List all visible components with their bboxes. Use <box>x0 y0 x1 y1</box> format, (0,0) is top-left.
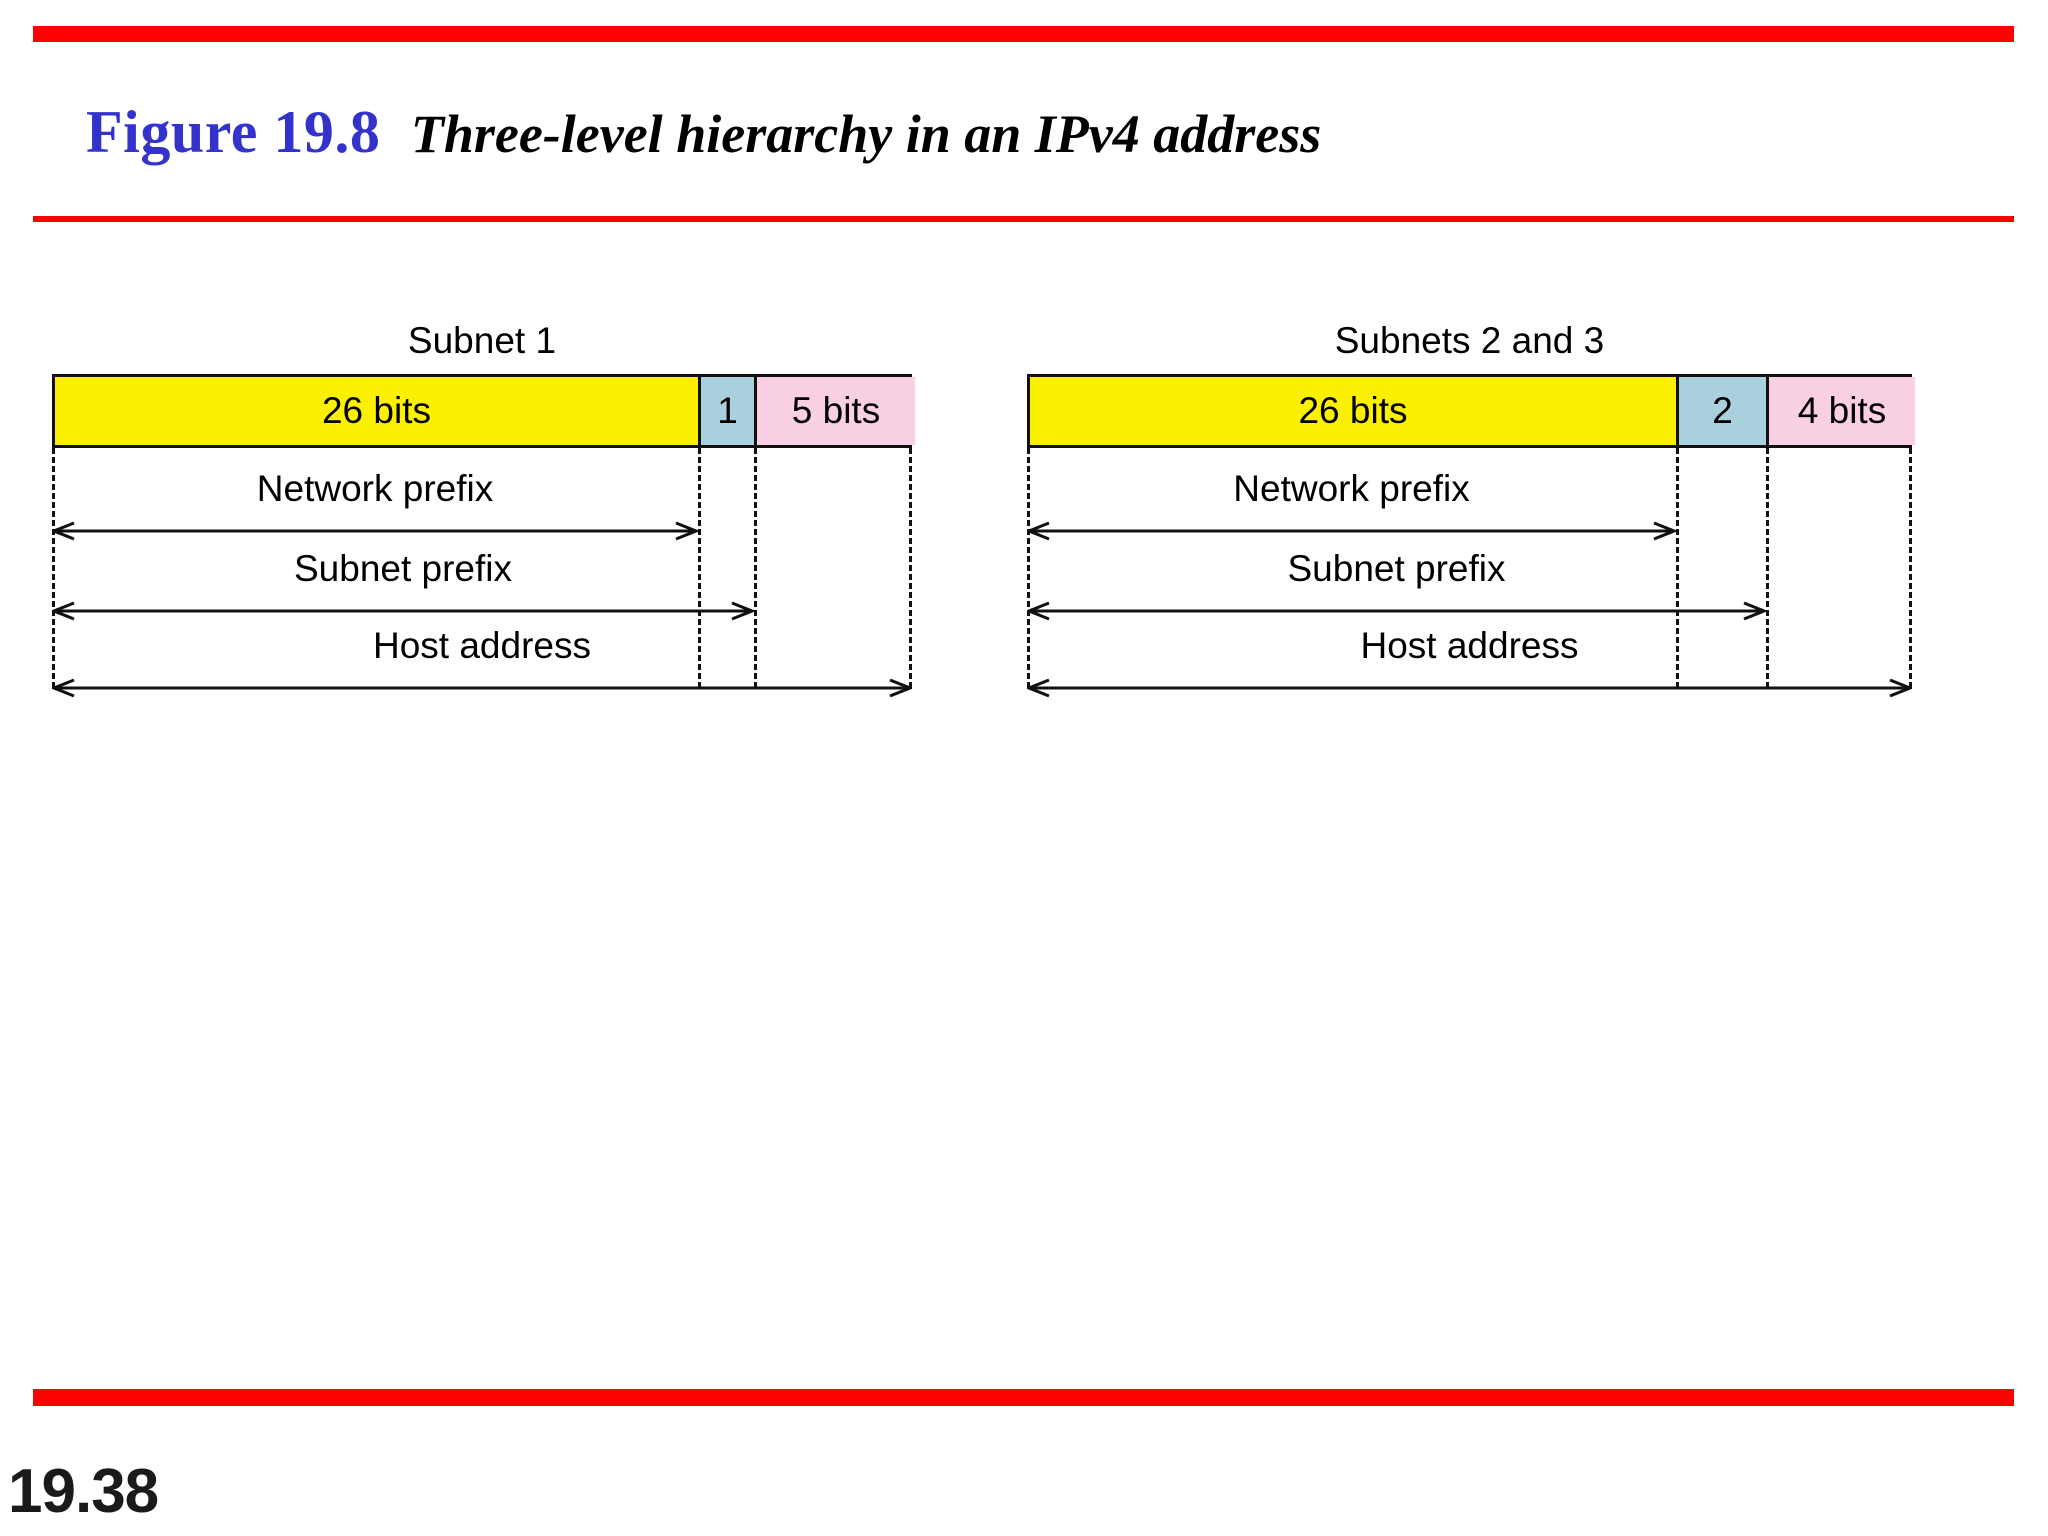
bitfield-cell: 2 <box>1679 377 1769 445</box>
measure-label: Host address <box>373 625 591 666</box>
bitfield-cell-label: 2 <box>1712 390 1733 431</box>
boundary-guide-line <box>909 448 912 688</box>
measure-arrow <box>1027 600 1766 622</box>
address-bar: 26 bits 2 4 bits <box>1027 374 1915 448</box>
boundary-guide-line <box>1909 448 1912 688</box>
measure-span: Network prefix <box>1027 468 1676 548</box>
measure-label: Subnet prefix <box>1287 548 1506 589</box>
boundary-guide-line <box>1676 448 1679 688</box>
measure-arrow <box>52 520 698 542</box>
measure-arrow <box>52 600 754 622</box>
top-accent-rule <box>33 26 2014 42</box>
bitfield-cell: 26 bits <box>55 377 701 445</box>
measure-span: Network prefix <box>52 468 698 548</box>
measure-arrow <box>52 677 912 699</box>
measure-span: Host address <box>52 625 912 705</box>
bottom-accent-rule <box>33 1389 2014 1406</box>
figure-caption: Three-level hierarchy in an IPv4 address <box>410 104 1322 164</box>
figure-number: Figure 19.8 <box>86 99 381 165</box>
diagram-title: Subnets 2 and 3 <box>1334 320 1605 361</box>
bitfield-cell-label: 4 bits <box>1797 390 1887 431</box>
measure-label: Subnet prefix <box>293 548 513 589</box>
measure-span: Subnet prefix <box>1027 548 1766 628</box>
bitfield-cell: 4 bits <box>1769 377 1915 445</box>
boundary-guide-line <box>754 448 757 688</box>
address-bar: 26 bits 1 5 bits <box>52 374 915 448</box>
bitfield-cell: 5 bits <box>757 377 915 445</box>
measure-arrow <box>1027 520 1676 542</box>
measure-span: Host address <box>1027 625 1912 705</box>
bitfield-cell-label: 1 <box>717 390 738 431</box>
page-number: 19.38 <box>8 1457 159 1526</box>
measure-span: Subnet prefix <box>52 548 754 628</box>
boundary-guide-line <box>1766 448 1769 688</box>
boundary-guide-line <box>52 448 55 688</box>
measure-arrow <box>1027 677 1912 699</box>
bitfield-cell-label: 26 bits <box>321 390 431 431</box>
measure-label: Network prefix <box>256 468 494 509</box>
bitfield-cell: 26 bits <box>1030 377 1679 445</box>
diagram-title: Subnet 1 <box>407 320 557 361</box>
measure-label: Network prefix <box>1233 468 1470 509</box>
bitfield-cell-label: 26 bits <box>1298 390 1408 431</box>
boundary-guide-line <box>1027 448 1030 688</box>
bitfield-cell: 1 <box>701 377 757 445</box>
measure-label: Host address <box>1360 625 1579 666</box>
figure-title: Figure 19.8 Three-level hierarchy in an … <box>86 98 1321 167</box>
boundary-guide-line <box>698 448 701 688</box>
title-divider-rule <box>33 216 2014 222</box>
bitfield-cell-label: 5 bits <box>791 390 881 431</box>
